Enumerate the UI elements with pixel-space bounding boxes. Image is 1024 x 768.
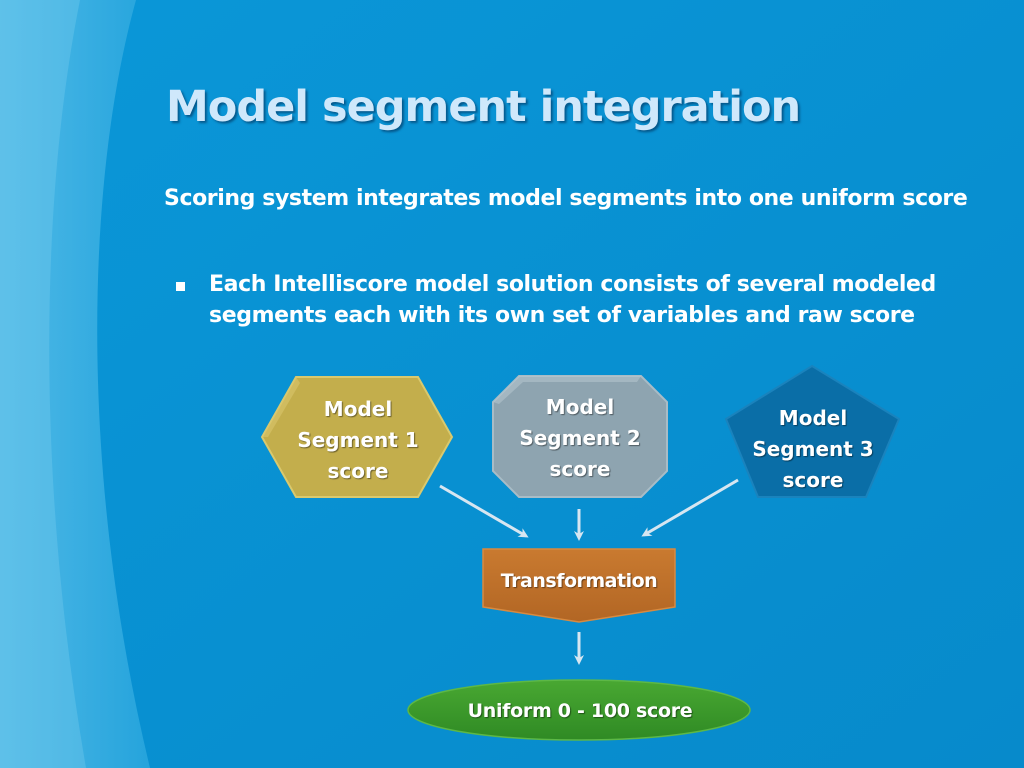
uniform-score-ellipse (407, 679, 751, 741)
segment-2-label-line: Segment 2 (519, 426, 641, 450)
segment-1-label: Model Segment 1 score (270, 394, 446, 487)
uniform-score-label: Uniform 0 - 100 score (408, 696, 752, 727)
segment-1-label-line: score (327, 459, 389, 483)
background-swoosh-inner (0, 0, 86, 768)
transformation-box (482, 548, 676, 623)
slide-title: Model segment integration (166, 82, 801, 132)
segment-3-label: Model Segment 3 score (726, 403, 900, 496)
square-bullet-icon (176, 282, 185, 291)
background-swoosh (0, 0, 150, 768)
uniform-score-label-line: Uniform 0 - 100 score (467, 700, 693, 722)
segment-2-octagon-bevel (493, 376, 641, 404)
bullet-item: Each Intelliscore model solution consist… (176, 269, 966, 331)
arrow-segment-1-to-transformation (439, 484, 529, 538)
arrow-segment-3-to-transformation (641, 478, 739, 537)
segment-3-label-line: score (782, 468, 844, 492)
transformation-label: Transformation (482, 566, 676, 597)
segment-3-label-line: Segment 3 (752, 437, 874, 461)
bullet-text: Each Intelliscore model solution consist… (209, 272, 936, 328)
transformation-label-line: Transformation (500, 570, 658, 592)
bullet-list: Each Intelliscore model solution consist… (176, 269, 966, 331)
segment-1-label-line: Model (323, 397, 393, 421)
slide-subtitle: Scoring system integrates model segments… (164, 186, 968, 211)
segment-1-hexagon-bevel (262, 377, 300, 437)
segment-3-label-line: Model (778, 406, 848, 430)
segment-2-label-line: score (549, 457, 611, 481)
segment-2-label-line: Model (545, 395, 615, 419)
segment-1-label-line: Segment 1 (297, 428, 419, 452)
segment-2-octagon (492, 375, 668, 498)
segment-3-pentagon (724, 364, 901, 498)
segment-2-label: Model Segment 2 score (492, 392, 668, 485)
